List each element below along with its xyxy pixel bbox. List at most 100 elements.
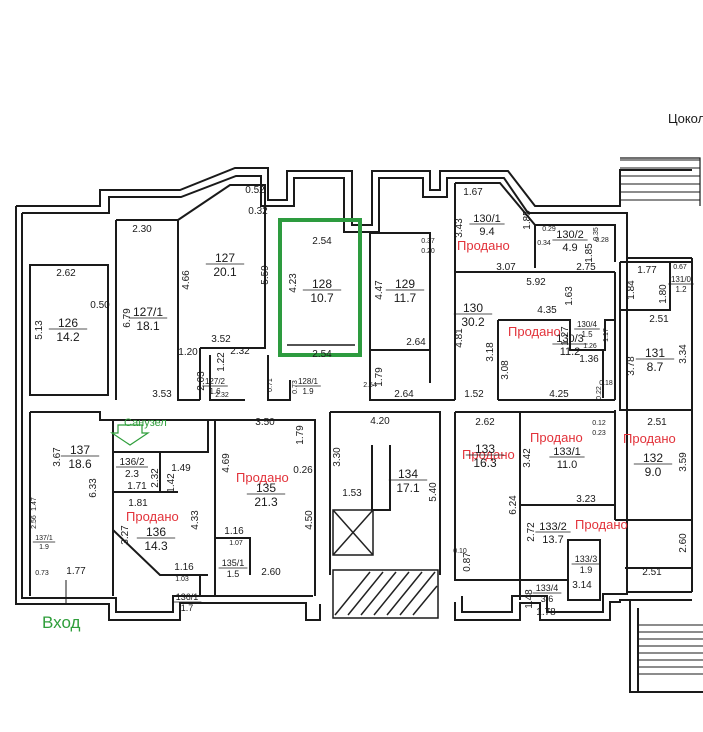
dimension-label: 1.26 <box>583 343 597 350</box>
dimension-label: 2.60 <box>261 567 281 578</box>
dimension-label: 1.22 <box>216 352 227 372</box>
room-number: 127 <box>215 251 235 265</box>
dimension-label: 2.32 <box>230 346 250 357</box>
room-number: 136/2 <box>119 457 144 468</box>
dimension-label: 1.85 <box>584 243 595 263</box>
room-number: 130/1 <box>473 213 501 225</box>
dimension-label: 3.30 <box>332 447 343 467</box>
dimension-label: 3.42 <box>522 448 533 468</box>
sold-label: Продано <box>508 324 561 339</box>
room-area: 8.7 <box>647 360 664 374</box>
dimension-label: 3.43 <box>454 218 465 238</box>
hatched-shaft <box>332 509 374 556</box>
room-number: 137/1 <box>35 535 53 542</box>
dimension-label: 2.75 <box>576 262 596 273</box>
dimension-label: 2.62 <box>475 417 495 428</box>
room-area: 14.3 <box>144 539 168 553</box>
room-area: 10.7 <box>310 291 334 305</box>
sold-label: Продано <box>530 430 583 445</box>
room-number: 133/4 <box>536 583 559 593</box>
room-area: 20.1 <box>213 265 237 279</box>
dimension-label: 0.50 <box>90 300 110 311</box>
room-number: 136/1 <box>176 592 199 602</box>
room-number: 137 <box>70 443 90 457</box>
room-area: 11.7 <box>394 291 417 305</box>
dimension-label: 1.17 <box>603 328 610 342</box>
dimension-label: 1.77 <box>637 265 657 276</box>
dimension-label: 4.81 <box>454 328 465 348</box>
room-number: 133 <box>475 442 495 456</box>
room-number: 127/1 <box>133 305 163 319</box>
dimension-label: 1.67 <box>463 187 483 198</box>
dimension-label: 0.71 <box>267 378 274 392</box>
dimension-label: 1.79 <box>374 367 385 387</box>
dimension-label: 4.50 <box>304 510 315 530</box>
dimension-label: 3.67 <box>52 447 63 467</box>
room-number: 126 <box>58 316 78 330</box>
dimension-label: 0.20 <box>421 248 435 255</box>
dimension-label: 1.16 <box>224 526 244 537</box>
dimension-label: 0.35 <box>593 227 600 241</box>
highlight-room-128[interactable] <box>278 218 362 357</box>
room-area: 1.9 <box>39 544 49 551</box>
dimension-label: 3.18 <box>485 342 496 362</box>
restroom-label: Санузел <box>124 417 167 429</box>
dimension-label: 1.07 <box>229 540 243 547</box>
dimension-label: 2.56 <box>31 515 38 529</box>
dimension-label: 4.23 <box>288 273 299 293</box>
room-number: 127/2 <box>205 377 226 386</box>
room-area: 2.3 <box>125 469 139 480</box>
dimension-label: 3.14 <box>572 580 592 591</box>
dimension-label: 0.32 <box>248 206 268 217</box>
dimension-label: 2.51 <box>647 417 667 428</box>
room-area: 16.3 <box>473 456 497 470</box>
dimension-label: 2.32 <box>215 392 229 399</box>
dimension-label: 2.72 <box>526 522 537 542</box>
room-number: 130/2 <box>556 229 584 241</box>
dimension-label: 0.12 <box>592 420 606 427</box>
room-area: 14.2 <box>56 330 80 344</box>
room-number: 135/1 <box>222 558 245 568</box>
entrance-label: Вход <box>42 613 81 632</box>
room-area: 30.2 <box>461 315 485 329</box>
dimension-label: 2.51 <box>649 314 669 325</box>
dimension-label: 2.64 <box>406 337 426 348</box>
dimension-label: 0.67 <box>673 264 687 271</box>
dimension-label: 1.52 <box>464 389 484 400</box>
dimension-label: 0.22 <box>596 386 603 400</box>
room-number: 132 <box>643 451 663 465</box>
room-area: 9.4 <box>479 226 494 238</box>
room-area: 11.0 <box>557 459 578 471</box>
room-area: 9.0 <box>645 465 662 479</box>
room-number: 134 <box>398 467 418 481</box>
dimension-label: 1.79 <box>295 425 306 445</box>
room-number: 131/0 <box>671 275 692 284</box>
dimension-label: 3.50 <box>255 417 275 428</box>
dimension-label: 2.60 <box>678 533 689 553</box>
dimension-label: 3.07 <box>496 262 516 273</box>
dimension-label: 2.64 <box>394 389 414 400</box>
room-number: 136 <box>146 525 166 539</box>
dims-layer: 2.300.520.322.541.672.620.505.136.794.66… <box>31 185 689 618</box>
room-number: 130 <box>463 301 483 315</box>
rooms-layer: 12614.212720.1127/118.1127/21.612810.712… <box>32 213 694 613</box>
room-number: 130/3 <box>556 333 584 345</box>
dimension-label: 2.51 <box>642 567 662 578</box>
dimension-label: 2.54 <box>363 382 377 389</box>
dimension-label: 0.26 <box>293 465 313 476</box>
outer-walls <box>15 157 703 693</box>
dimension-label: 0.28 <box>595 237 609 244</box>
room-area: 18.1 <box>136 319 160 333</box>
sold-label: Продано <box>623 431 676 446</box>
hatched-floor <box>332 569 439 619</box>
dimension-label: 4.25 <box>549 389 569 400</box>
dimension-label: 1.63 <box>564 286 575 306</box>
dimension-label: 1.71 <box>127 481 147 492</box>
room-number: 130/4 <box>577 320 598 329</box>
room-number: 133/2 <box>539 521 567 533</box>
room-area: 4.9 <box>562 242 577 254</box>
dimension-label: 5.13 <box>34 320 45 340</box>
room-number: 133/3 <box>575 554 598 564</box>
interior-walls <box>29 182 692 601</box>
